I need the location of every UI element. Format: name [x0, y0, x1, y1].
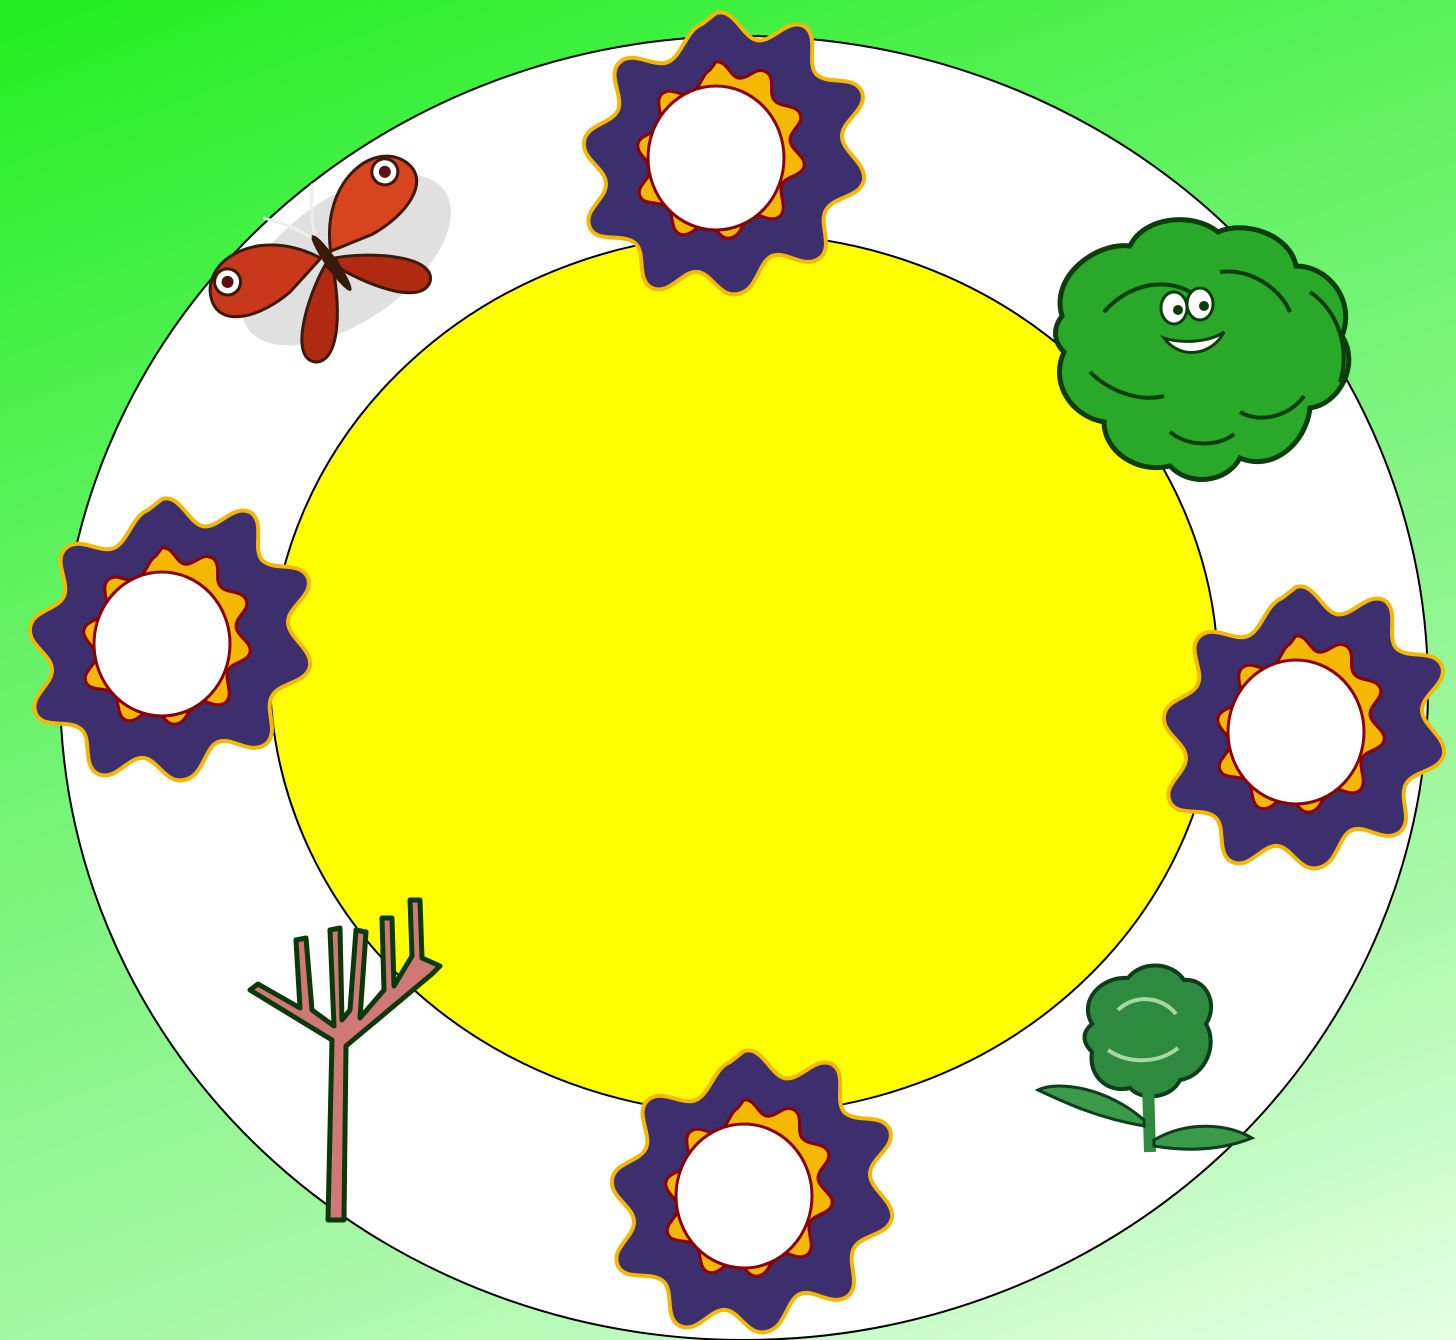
slide-canvas: [0, 0, 1456, 1340]
food-chain-diagram: [0, 0, 1456, 1340]
